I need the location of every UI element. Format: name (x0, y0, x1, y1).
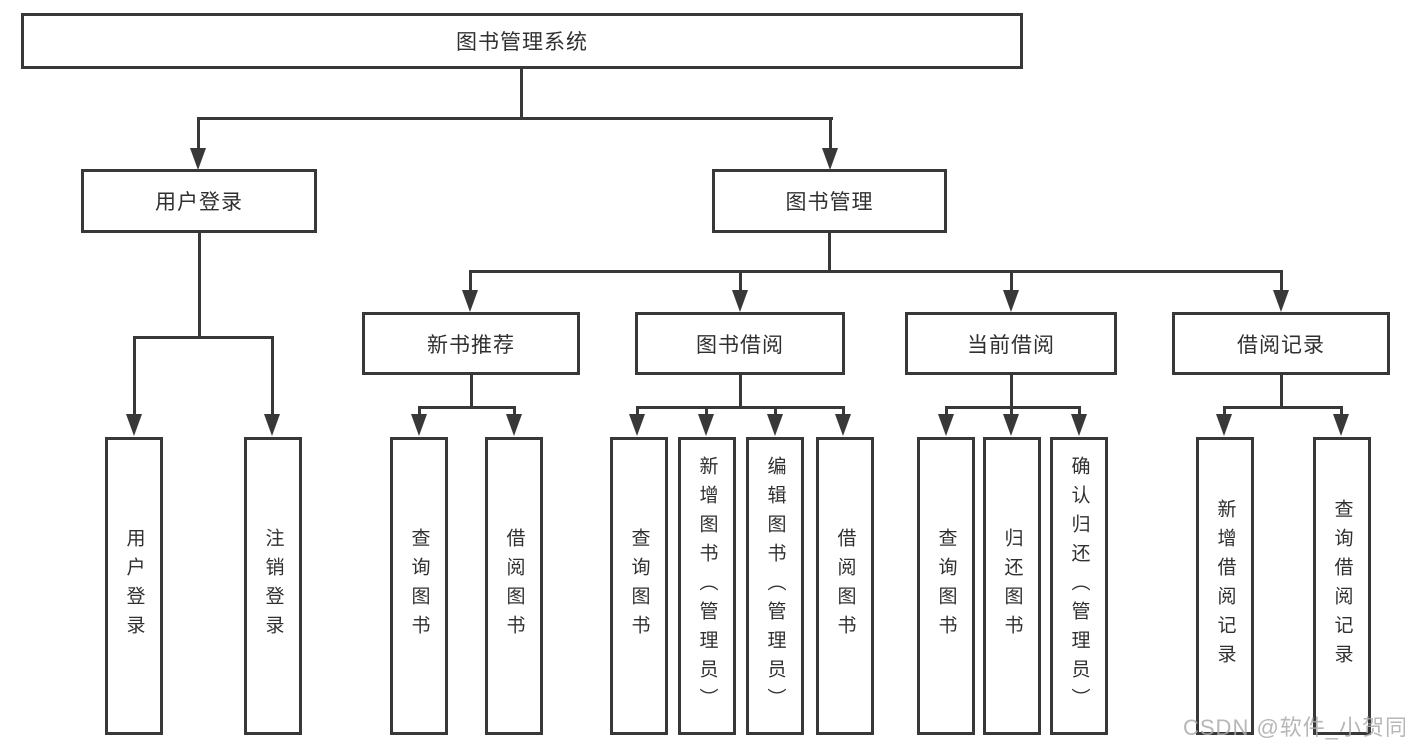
connector-line (197, 117, 833, 120)
arrowhead-icon (629, 414, 645, 436)
connector-line (828, 233, 831, 272)
leaf-record-add-label: 新增借阅记录 (1214, 499, 1236, 673)
leaf-record-query: 查询借阅记录 (1313, 437, 1371, 735)
connector-line (1280, 375, 1283, 408)
leaf-borrow-add: 新增图书（管理员） (678, 437, 736, 735)
arrowhead-icon (126, 414, 142, 436)
leaf-newbook-borrow: 借阅图书 (485, 437, 543, 735)
connector-line (197, 117, 200, 150)
connector-line (513, 406, 516, 416)
node-book-mgmt-label: 图书管理 (785, 191, 874, 214)
connector-line (829, 117, 832, 150)
leaf-borrow-book: 借阅图书 (816, 437, 874, 735)
leaf-current-confirm-label: 确认归还（管理员） (1068, 455, 1090, 717)
arrowhead-icon (822, 148, 838, 170)
node-new-book-label: 新书推荐 (427, 333, 515, 357)
node-root-label: 图书管理系统 (456, 31, 588, 54)
arrowhead-icon (1003, 290, 1019, 312)
watermark-text: CSDN @软件_小贺同学 (1183, 715, 1405, 740)
leaf-current-return-label: 归还图书 (1001, 528, 1023, 644)
connector-line (133, 336, 136, 416)
leaf-logout: 注销登录 (244, 437, 302, 735)
leaf-user-login-label: 用户登录 (123, 528, 145, 644)
arrowhead-icon (938, 414, 954, 436)
connector-line (636, 406, 639, 416)
leaf-record-query-label: 查询借阅记录 (1331, 499, 1353, 673)
arrowhead-icon (1003, 414, 1019, 436)
connector-line (1078, 406, 1081, 416)
node-borrow-record-label: 借阅记录 (1237, 333, 1325, 357)
connector-line (705, 406, 708, 416)
node-current-borrow-label: 当前借阅 (967, 333, 1055, 357)
connector-line (198, 233, 201, 338)
node-new-book: 新书推荐 (362, 312, 580, 375)
node-root: 图书管理系统 (21, 13, 1023, 69)
connector-line (271, 336, 274, 416)
connector-line (636, 406, 845, 409)
connector-line (1010, 406, 1013, 416)
node-current-borrow: 当前借阅 (905, 312, 1117, 375)
connector-line (418, 406, 421, 416)
leaf-newbook-query: 查询图书 (390, 437, 448, 735)
arrowhead-icon (1333, 414, 1349, 436)
connector-line (1223, 406, 1343, 409)
leaf-borrow-edit: 编辑图书（管理员） (746, 437, 804, 735)
connector-line (1010, 270, 1013, 292)
arrowhead-icon (767, 414, 783, 436)
connector-line (1010, 375, 1013, 408)
leaf-current-confirm: 确认归还（管理员） (1050, 437, 1108, 735)
arrowhead-icon (1273, 290, 1289, 312)
leaf-record-add: 新增借阅记录 (1196, 437, 1254, 735)
leaf-borrow-edit-label: 编辑图书（管理员） (764, 455, 786, 717)
arrowhead-icon (732, 290, 748, 312)
connector-line (520, 69, 523, 119)
connector-line (945, 406, 948, 416)
connector-line (133, 336, 274, 339)
arrowhead-icon (1071, 414, 1087, 436)
leaf-borrow-query: 查询图书 (610, 437, 668, 735)
leaf-borrow-query-label: 查询图书 (628, 528, 650, 644)
arrowhead-icon (411, 414, 427, 436)
connector-line (469, 270, 1283, 273)
connector-line (774, 406, 777, 416)
node-book-borrow-label: 图书借阅 (696, 333, 784, 357)
leaf-newbook-query-label: 查询图书 (408, 528, 430, 644)
connector-line (469, 270, 472, 292)
leaf-current-query-label: 查询图书 (935, 528, 957, 644)
arrowhead-icon (506, 414, 522, 436)
arrowhead-icon (462, 290, 478, 312)
node-user-login: 用户登录 (81, 169, 317, 233)
leaf-current-return: 归还图书 (983, 437, 1041, 735)
leaf-borrow-add-label: 新增图书（管理员） (696, 455, 718, 717)
connector-line (470, 375, 473, 408)
leaf-newbook-borrow-label: 借阅图书 (503, 528, 525, 644)
node-book-borrow: 图书借阅 (635, 312, 845, 375)
connector-line (1280, 270, 1283, 292)
connector-line (842, 406, 845, 416)
connector-line (945, 406, 1081, 409)
connector-line (418, 406, 516, 409)
node-borrow-record: 借阅记录 (1172, 312, 1390, 375)
node-user-login-label: 用户登录 (155, 191, 243, 214)
connector-line (739, 375, 742, 408)
connector-line (1340, 406, 1343, 416)
arrowhead-icon (698, 414, 714, 436)
arrowhead-icon (835, 414, 851, 436)
leaf-borrow-book-label: 借阅图书 (834, 528, 856, 644)
leaf-logout-label: 注销登录 (262, 528, 284, 644)
connector-line (1223, 406, 1226, 416)
leaf-current-query: 查询图书 (917, 437, 975, 735)
leaf-user-login: 用户登录 (105, 437, 163, 735)
connector-line (739, 270, 742, 292)
arrowhead-icon (190, 148, 206, 170)
arrowhead-icon (1216, 414, 1232, 436)
node-book-mgmt: 图书管理 (712, 169, 947, 233)
arrowhead-icon (264, 414, 280, 436)
